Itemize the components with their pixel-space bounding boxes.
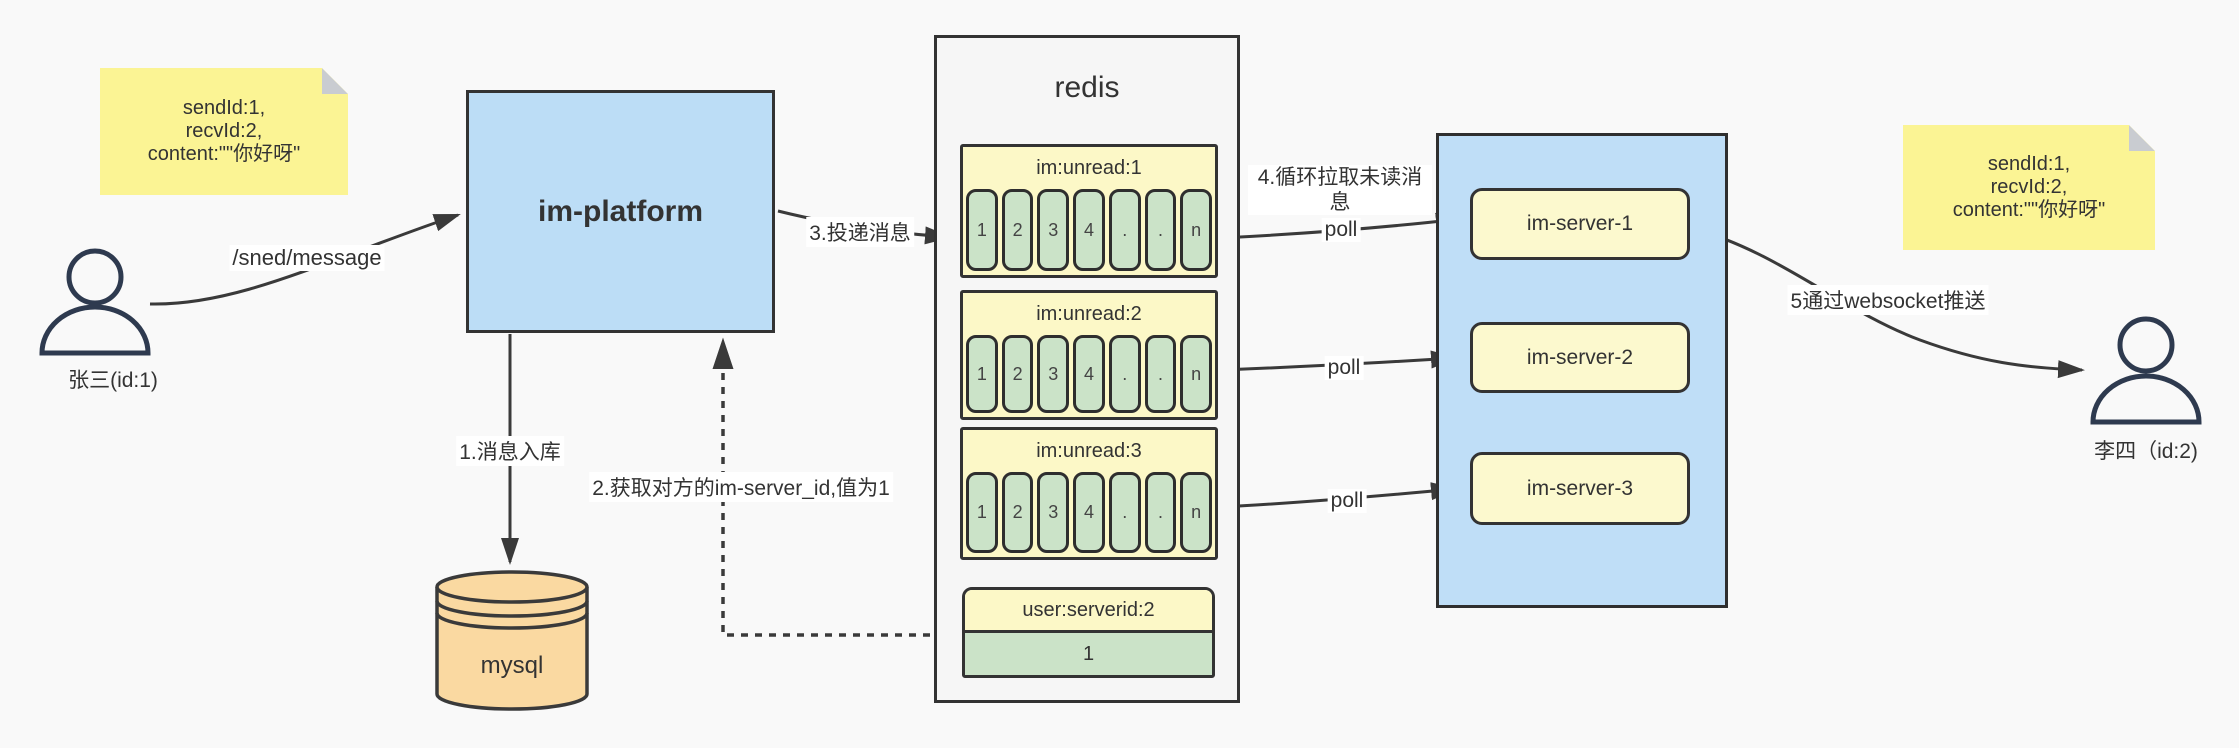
im-server-2-label: im-server-2 [1526, 345, 1634, 369]
queue-cell: . [1108, 335, 1141, 413]
queue-cells: 1 2 3 4 . . n [966, 189, 1213, 271]
user-serverid-mapping: user:serverid:2 1 [962, 587, 1215, 678]
queue-im-unread-2: im:unread:2 1 2 3 4 . . n [960, 290, 1218, 420]
sender-user-icon [39, 248, 151, 356]
queue-cell: 3 [1037, 335, 1070, 413]
im-server-1-node: im-server-1 [1470, 188, 1690, 260]
receiver-label: 李四（id:2) [2094, 440, 2198, 463]
queue-cell: . [1144, 335, 1177, 413]
im-server-1-label: im-server-1 [1526, 212, 1634, 235]
queue-cell: 4 [1073, 472, 1105, 553]
queue-cell: . [1108, 189, 1141, 271]
queue-cell: 3 [1037, 189, 1070, 271]
queue-title: im:unread:3 [1036, 440, 1142, 462]
im-server-cluster: im-server-1 im-server-2 im-server-3 [1436, 133, 1728, 608]
note-line: content:""你好呀" [1952, 199, 2106, 221]
mysql-label: mysql [480, 652, 544, 679]
receiver-user-icon [2090, 316, 2202, 425]
edge-label-poll-2: poll [1324, 356, 1364, 380]
queue-title: im:unread:2 [1036, 303, 1142, 325]
edge-label-deliver: 3.投递消息 [806, 217, 914, 247]
queue-cell: n [1180, 189, 1213, 271]
message-note-left: sendId:1, recvId:2, content:""你好呀" [100, 68, 348, 195]
queue-cell: 4 [1073, 335, 1105, 413]
queue-title: im:unread:1 [1036, 157, 1142, 179]
arrow-send-message [149, 213, 461, 306]
queue-cell: 4 [1073, 189, 1105, 271]
arrow-websocket-push [1690, 226, 2085, 379]
edge-label-poll-1: poll [1321, 218, 1361, 242]
edge-label-poll-3: poll [1327, 489, 1367, 513]
queue-cell: 1 [966, 335, 998, 413]
queue-cell: 2 [1001, 472, 1034, 553]
queue-cell: . [1144, 189, 1177, 271]
im-server-3-node: im-server-3 [1470, 452, 1690, 525]
note-line: content:""你好呀" [147, 143, 301, 165]
queue-cell: n [1180, 335, 1213, 413]
note-line: sendId:1, [182, 97, 266, 119]
queue-cell: . [1144, 472, 1177, 553]
message-note-right: sendId:1, recvId:2, content:""你好呀" [1903, 125, 2155, 250]
edge-label-push: 5通过websocket推送 [1787, 285, 1989, 315]
queue-im-unread-1: im:unread:1 1 2 3 4 . . n [960, 144, 1218, 278]
queue-cell: . [1108, 472, 1141, 553]
mapping-key: user:serverid:2 [965, 590, 1212, 633]
edge-label-pull: 4.循环拉取未读消息 [1248, 165, 1432, 215]
queue-cell: 2 [1001, 335, 1034, 413]
note-line: recvId:2, [185, 120, 263, 142]
im-platform-node: im-platform [466, 90, 775, 333]
queue-cell: 2 [1001, 189, 1034, 271]
queue-im-unread-3: im:unread:3 1 2 3 4 . . n [960, 427, 1218, 560]
edge-label-send: /sned/message [229, 245, 385, 271]
queue-cell: 1 [966, 472, 998, 553]
redis-title: redis [1054, 71, 1120, 104]
mapping-value: 1 [965, 633, 1212, 675]
im-platform-label: im-platform [538, 194, 703, 228]
note-line: recvId:2, [1990, 176, 2068, 198]
mysql-database-icon [435, 570, 589, 711]
note-line: sendId:1, [1987, 153, 2071, 175]
redis-panel: redis im:unread:1 1 2 3 4 . . n im:unrea… [934, 35, 1240, 703]
edge-label-get-server-id: 2.获取对方的im-server_id,值为1 [589, 472, 893, 502]
queue-cell: n [1180, 472, 1213, 553]
im-server-2-node: im-server-2 [1470, 322, 1690, 393]
edge-label-store: 1.消息入库 [456, 436, 564, 466]
queue-cells: 1 2 3 4 . . n [966, 472, 1213, 553]
im-server-3-label: im-server-3 [1526, 476, 1634, 500]
queue-cells: 1 2 3 4 . . n [966, 335, 1213, 413]
sender-label: 张三(id:1) [68, 369, 158, 392]
queue-cell: 1 [966, 189, 998, 271]
queue-cell: 3 [1037, 472, 1070, 553]
